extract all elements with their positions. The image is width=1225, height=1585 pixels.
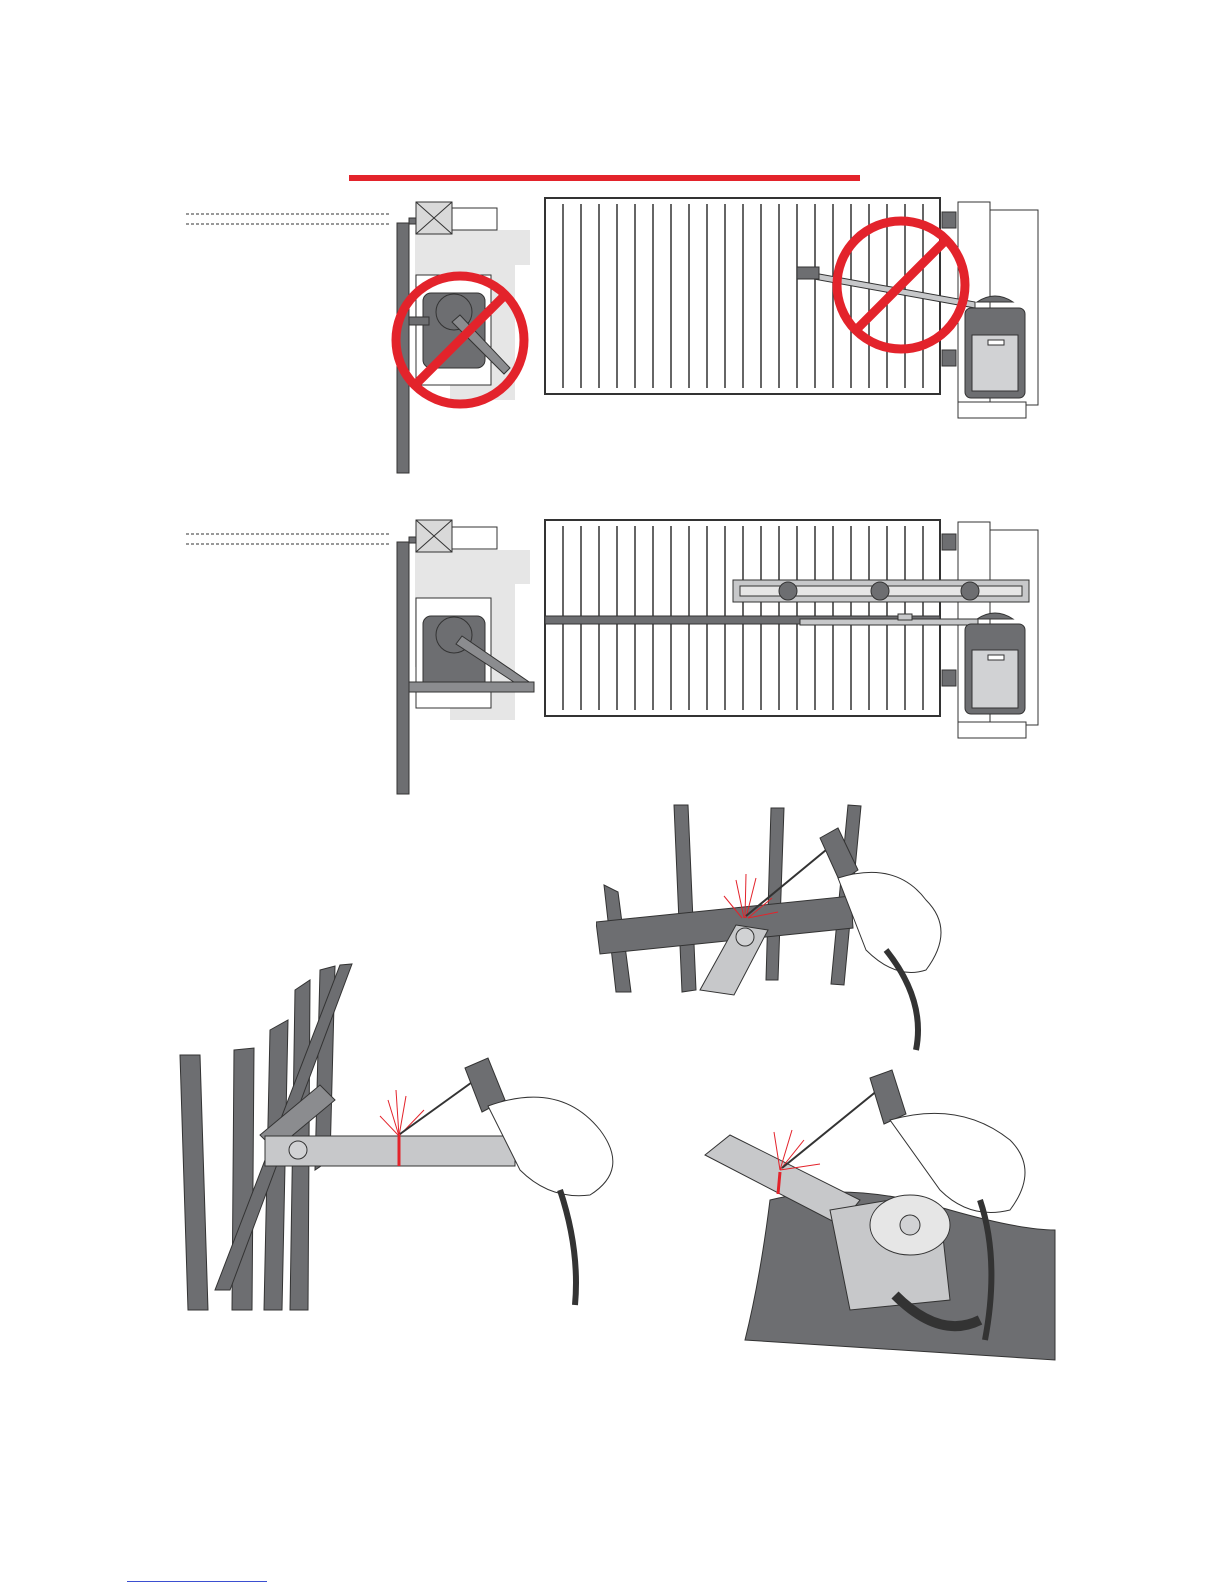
bolt xyxy=(289,1141,307,1159)
weld-line xyxy=(778,1172,780,1194)
operator-arm xyxy=(800,619,978,625)
bolt xyxy=(736,928,754,946)
concrete-block xyxy=(452,527,497,549)
gate-diagram-incorrect xyxy=(180,190,1050,490)
hinge xyxy=(942,212,956,228)
bolt xyxy=(900,1215,920,1235)
operator-label xyxy=(988,340,1004,345)
gate-diagram-correct xyxy=(180,512,1050,802)
gate-bracket-arm xyxy=(409,682,534,692)
section-heading-rule xyxy=(349,175,860,181)
welding-torch-icon xyxy=(465,1058,613,1305)
weld-operator-arm-illustration xyxy=(700,1060,1060,1380)
gate-post xyxy=(397,542,409,794)
hinge xyxy=(942,350,956,366)
hinge xyxy=(942,670,956,686)
weld-sparks xyxy=(380,1090,424,1136)
weld-gate-bracket-illustration xyxy=(596,800,961,1055)
spirit-level-icon xyxy=(733,580,1029,602)
cable xyxy=(560,1190,576,1305)
footer-rule xyxy=(127,1581,267,1582)
hinge xyxy=(942,534,956,550)
footing xyxy=(958,402,1026,418)
weld-arm-bracket-illustration xyxy=(170,960,640,1320)
concrete-block xyxy=(452,208,497,230)
footing xyxy=(958,722,1026,738)
operator-label xyxy=(988,655,1004,660)
